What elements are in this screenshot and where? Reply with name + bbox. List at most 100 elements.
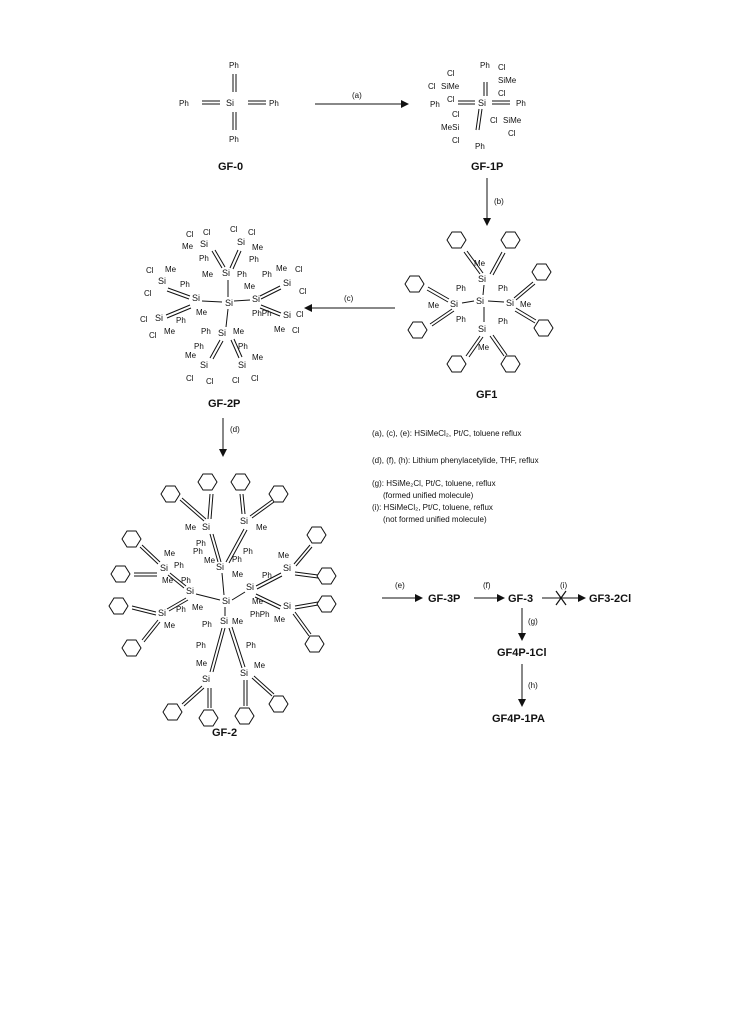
gf2p-me-3: Me [202,270,214,279]
step-c-label: (c) [344,294,354,303]
step-h-label: (h) [528,681,538,690]
gf2-ph-9: Ph [202,620,212,629]
gf2p-si-center: Si [225,298,233,308]
gf2p-me-12: Me [252,353,264,362]
legend-line-4b: (not formed unified molecule) [383,515,487,524]
legend-line-3: (g): HSiMe₂Cl, Pt/C, toluene, reflux [372,479,496,488]
gf2-ph-8: Ph [262,571,272,580]
gf1p-sime-2: Cl [428,82,436,91]
gf2p-si-6: Si [155,313,163,323]
gf2p-me-5: Me [196,308,208,317]
label-gf2: GF-2 [212,727,237,739]
gf1p-sime-3: SiMe [503,116,522,125]
label-gf3p: GF-3P [428,593,460,605]
gf1-si-top: Si [478,274,486,284]
gf2p-phph: PhPh [252,309,272,318]
gf2-si-7: Si [202,674,210,684]
gf2-si-8: Si [240,668,248,678]
gf1p-cl-6: Cl [508,129,516,138]
gf2-si-4: Si [158,608,166,618]
gf1p-cl-7: Cl [452,110,460,119]
gf0-ph-top: Ph [229,61,239,70]
gf2-me-9: Me [274,615,286,624]
label-gf1: GF1 [476,389,497,401]
gf0-ph-bottom: Ph [229,135,239,144]
structure-gf1p: Si Ph Cl SiMe Cl Ph Cl Cl SiMe Cl Ph Cl … [428,61,526,151]
step-b-label: (b) [494,197,504,206]
gf1p-cl-8: Cl [452,136,460,145]
gf2-si-center: Si [222,596,230,606]
legend-line-4: (i): HSiMeCl₂, Pt/C, toluene, reflux [372,503,493,512]
gf2-ph-6: Ph [174,561,184,570]
gf2-ph-4: Ph [196,539,206,548]
gf2-phph: PhPh [250,610,270,619]
gf1-me-top: Me [474,259,486,268]
gf2p-si-2: Si [237,237,245,247]
gf2p-si-4: Si [158,276,166,286]
gf2p-ph-6: Ph [262,270,272,279]
gf2p-me-2: Me [252,243,264,252]
legend-line-1: (a), (c), (e): HSiMeCl₂, Pt/C, toluene r… [372,429,521,438]
gf1p-cl-2: Cl [498,89,506,98]
conditions-legend: (a), (c), (e): HSiMeCl₂, Pt/C, toluene r… [372,429,539,524]
gf1p-ph-3: Ph [516,99,526,108]
gf2-me-top: Me [204,556,216,565]
label-gf4p1cl: GF4P-1Cl [497,647,547,659]
step-f-label: (f) [483,581,491,590]
step-d-label: (d) [230,425,240,434]
gf2p-me-7: Me [276,264,288,273]
step-a-label: (a) [352,91,362,100]
gf2-me-4: Me [164,549,176,558]
gf0-si: Si [226,98,234,108]
gf2p-cl-3: Cl [230,225,238,234]
gf2-ph-11: Ph [246,641,256,650]
structure-gf1: Si Si Me Ph Ph Si Me Si Me Ph Ph Si Me [404,231,554,373]
gf2p-cl-9: Cl [295,265,303,274]
gf2-me-left: Me [192,603,204,612]
gf2p-cl-16: Cl [251,374,259,383]
gf2p-me-8: Me [244,282,256,291]
gf2p-me-10: Me [233,327,245,336]
gf2-si-bottom: Si [220,616,228,626]
gf2-me-10: Me [232,617,244,626]
gf2p-cl-5: Cl [146,266,154,275]
gf2p-si-1: Si [200,239,208,249]
cross-mark-icon [555,590,567,606]
gf2p-si-10: Si [218,328,226,338]
gf0-ph-right: Ph [269,99,279,108]
gf2p-ph-4: Ph [180,280,190,289]
gf2-ph-5: Ph [181,576,191,585]
gf2p-cl-15: Cl [232,376,240,385]
label-gf4p1pa: GF4P-1PA [492,713,545,725]
gf2p-cl-2: Cl [203,228,211,237]
gf2p-cl-13: Cl [186,374,194,383]
gf2-me-8: Me [252,597,264,606]
gf1p-sime-2b: SiMe [441,82,460,91]
gf2-si-3: Si [160,563,168,573]
gf1p-ph-1: Ph [480,61,490,70]
gf2-si-2: Si [240,516,248,526]
gf2-me-3: Me [162,576,174,585]
label-gf1p: GF-1P [471,161,503,173]
gf1-si-bottom: Si [478,324,486,334]
gf2-ph-2: Ph [243,547,253,556]
label-gf2p: GF-2P [208,398,240,410]
gf2-me-7: Me [278,551,290,560]
gf2p-cl-12: Cl [292,326,300,335]
gf2-si-5: Si [283,563,291,573]
gf1-si-right: Si [506,298,514,308]
gf2p-me-6: Me [164,327,176,336]
gf1-me-right: Me [520,300,532,309]
label-gf32cl: GF3-2Cl [589,593,631,605]
gf2p-cl-6: Cl [144,289,152,298]
gf2p-ph-1: Ph [199,254,209,263]
gf1-ph-d: Ph [498,317,508,326]
gf2p-cl-8: Cl [149,331,157,340]
gf2p-me-4: Me [165,265,177,274]
gf0-ph-left: Ph [179,99,189,108]
gf2p-ph-3: Ph [237,270,247,279]
gf2p-me-9: Me [274,325,286,334]
gf2p-ph-7: Ph [201,327,211,336]
